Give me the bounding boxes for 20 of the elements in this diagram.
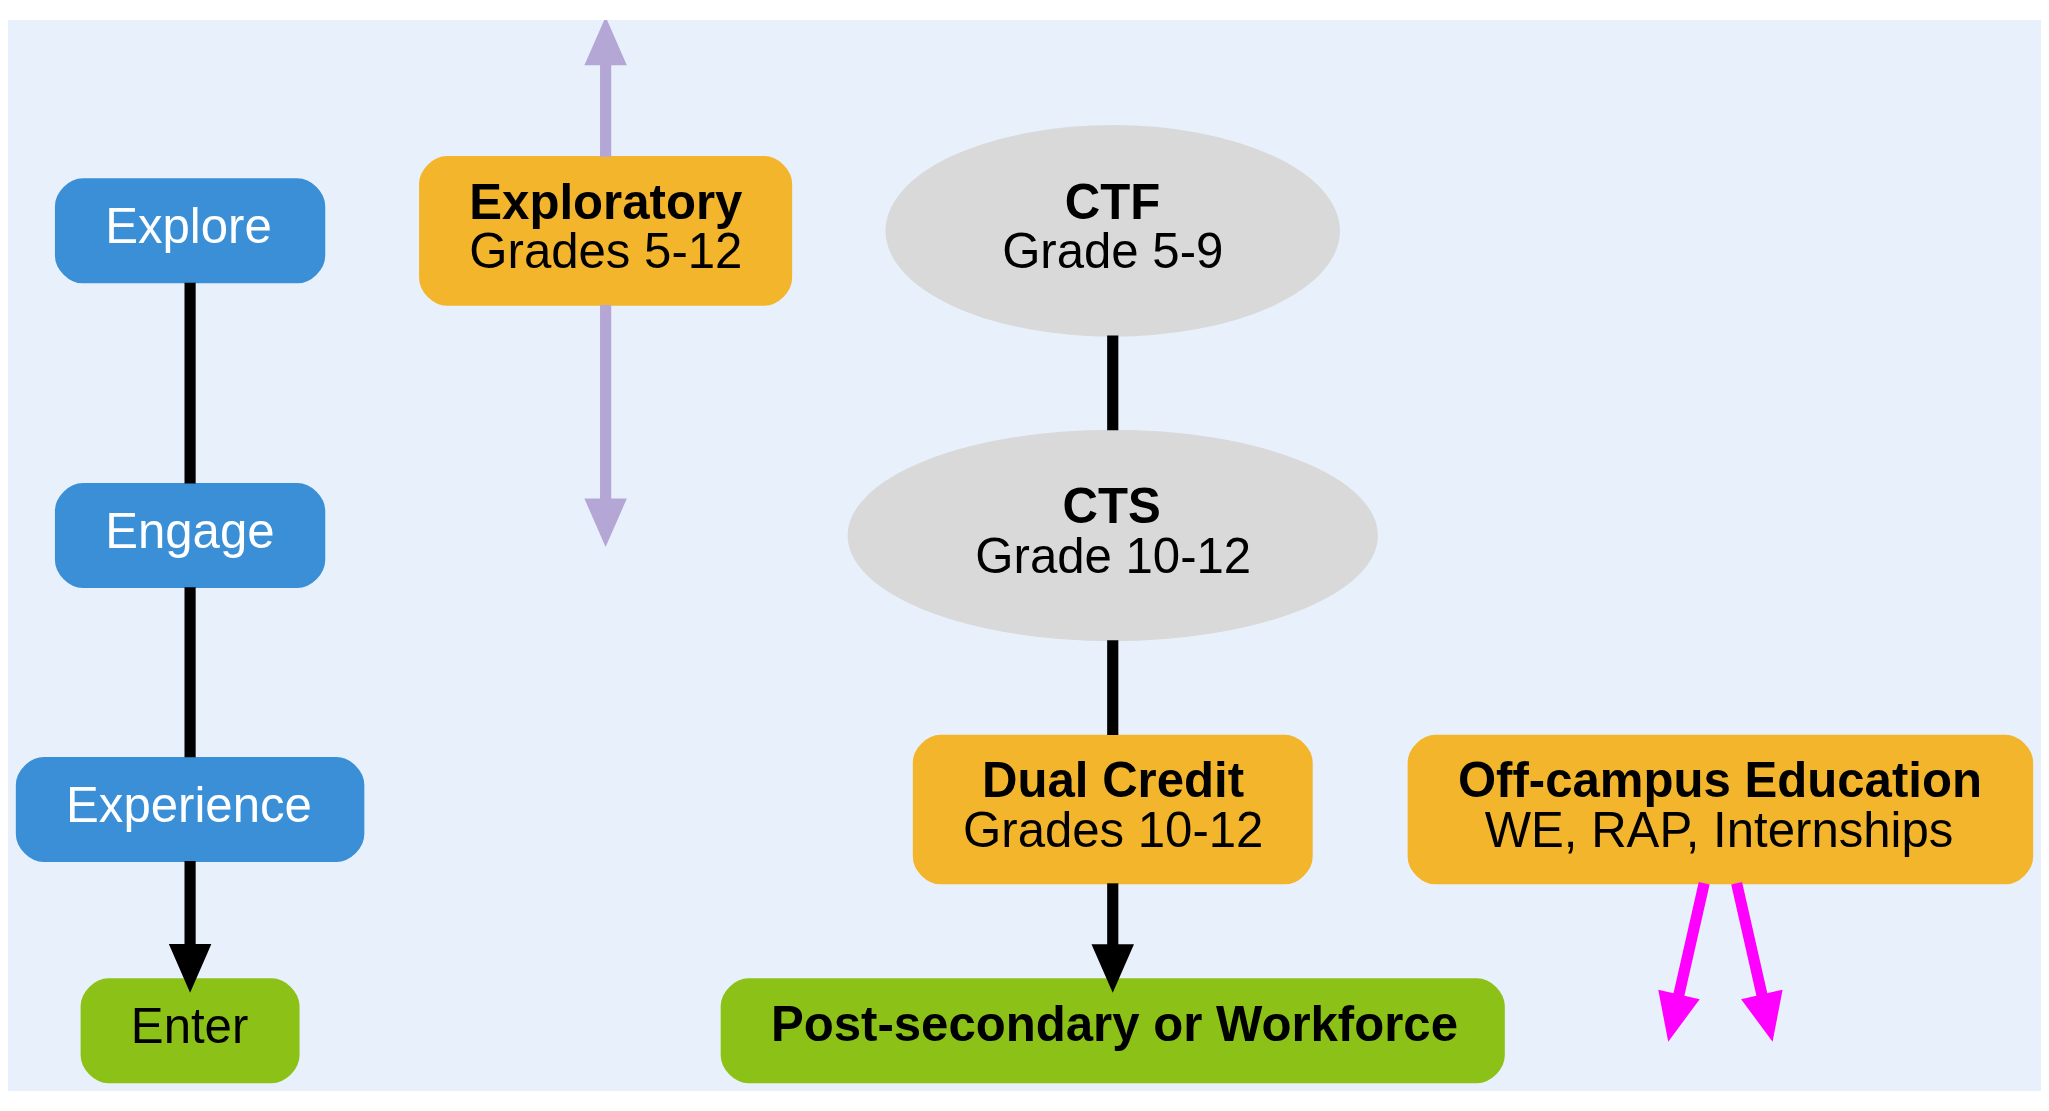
node-box: Post-secondary or Workforce (720, 978, 1505, 1084)
node-box: Explore (54, 178, 326, 284)
arrow (1731, 882, 1783, 1042)
arrow (1658, 882, 1710, 1042)
node-ellipse: CTF Grade 5-9 (885, 125, 1340, 337)
arrow (584, 20, 627, 157)
arrow (168, 860, 212, 993)
node-box: Dual Credit Grades 10-12 (912, 734, 1313, 885)
node-box: Experience (15, 757, 365, 862)
node-box: Engage (54, 482, 326, 588)
connector (1107, 640, 1119, 736)
connector (1107, 335, 1119, 431)
node-box: Enter (80, 978, 300, 1084)
node-ellipse: CTS Grade 10-12 (847, 429, 1378, 642)
arrow (584, 305, 627, 548)
arrow (1091, 883, 1134, 993)
connector (184, 282, 196, 484)
node-box: Exploratory Grades 5-12 (419, 156, 793, 306)
connector (184, 587, 196, 758)
node-box: Off-campus Education WE, RAP, Internships (1407, 734, 2034, 885)
